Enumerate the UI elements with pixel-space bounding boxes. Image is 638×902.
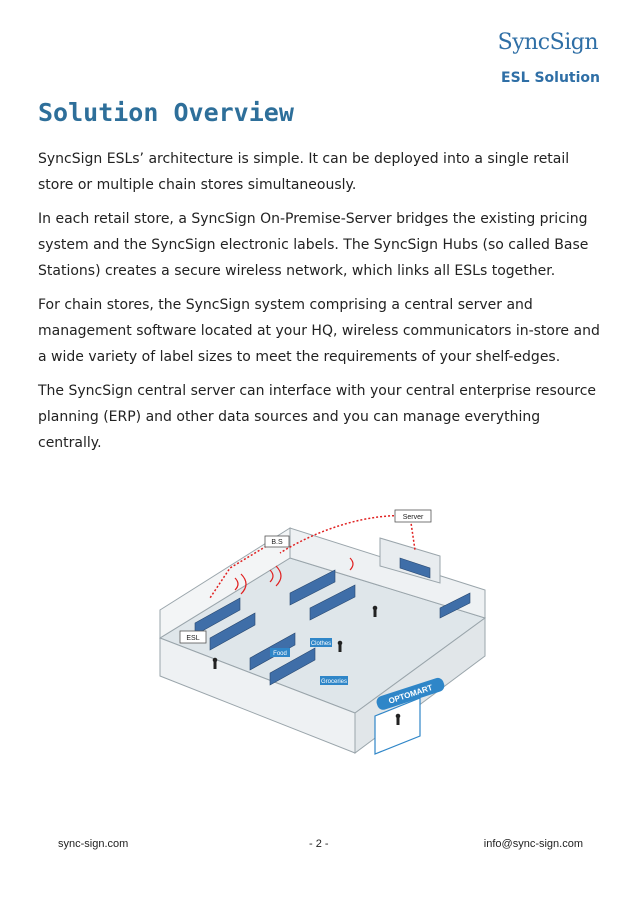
footer-website: sync-sign.com (58, 838, 129, 850)
syncsign-logo: SyncSign (497, 30, 599, 55)
footer-email: info@sync-sign.com (483, 838, 583, 850)
server-callout: Server (394, 509, 432, 523)
clothes-sign: Clothes (311, 641, 331, 647)
bs-label: B.S (271, 539, 283, 546)
page-title: Solution Overview (38, 98, 294, 127)
shoppers (212, 605, 401, 725)
bs-callout: B.S (264, 535, 290, 548)
server-label: Server (403, 514, 424, 521)
paragraph-architecture: SyncSign ESLs’ architecture is simple. I… (38, 151, 570, 193)
esl-callout: ESL (179, 630, 207, 644)
footer-page-number: - 2 - (309, 838, 329, 850)
esl-label: ESL (186, 635, 199, 642)
body-text: SyncSign ESLs’ architecture is simple. I… (38, 146, 606, 464)
store-architecture-illustration: Server B.S ESL Food Clothes Groceries OP… (158, 509, 487, 755)
food-sign: Food (273, 651, 287, 657)
store-back-wall-right (289, 527, 486, 619)
groceries-sign: Groceries (321, 679, 347, 685)
store-entrance (374, 697, 421, 755)
paragraph-chain-stores: For chain stores, the SyncSign system co… (38, 297, 600, 365)
wireless-signals (234, 557, 354, 595)
paragraph-central-server: The SyncSign central server can interfac… (38, 383, 597, 451)
aisle-signs: Food Clothes Groceries (270, 638, 348, 685)
section-label: ESL Solution (501, 70, 600, 86)
paragraph-retail-store: In each retail store, a SyncSign On-Prem… (38, 211, 589, 279)
